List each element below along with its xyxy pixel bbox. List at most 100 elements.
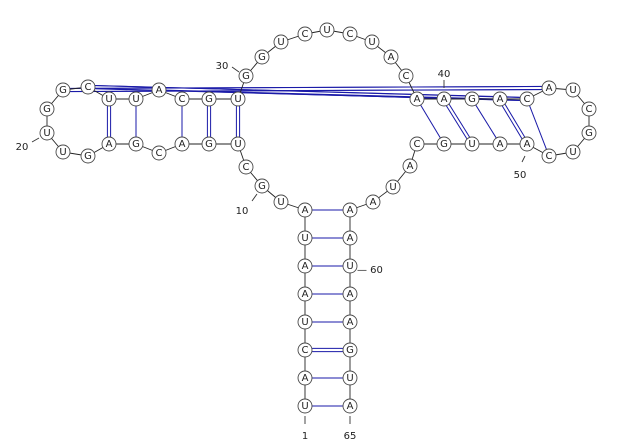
nucleotide-letter: C [243,162,250,173]
nucleotide-17: A [101,136,117,152]
nucleotide-33: C [297,26,313,42]
nucleotide-18: G [80,148,96,164]
nucleotide-55: A [402,158,418,174]
nucleotide-53: G [436,136,452,152]
nucleotide-16: G [128,136,144,152]
nucleotide-letter: A [414,94,421,105]
base-pair-gc [448,103,471,138]
nucleotide-34: U [319,22,335,38]
position-label-30: 30 [216,61,229,72]
nucleotide-54: C [409,136,425,152]
nucleotide-52: U [464,136,480,152]
nucleotide-13: G [201,136,217,152]
nucleotide-8: A [297,202,313,218]
nucleotide-30: G [238,68,254,84]
nucleotide-3: C [297,342,313,358]
nucleotide-2: A [297,370,313,386]
nucleotide-61: A [342,286,358,302]
base-pair-long-range [69,89,543,92]
nucleotide-letter: A [106,139,113,150]
nucleotide-letter: U [346,261,353,272]
nucleotide-letter: G [440,139,448,150]
nucleotide-letter: A [370,197,377,208]
nucleotide-22: G [55,82,71,98]
nucleotide-5: A [297,286,313,302]
nucleotide-letter: C [179,94,186,105]
nucleotide-40: A [436,91,452,107]
nucleotide-letter: U [132,94,139,105]
nucleotide-letter: A [546,83,553,94]
nucleotide-letter: U [569,85,576,96]
nucleotide-58: A [342,202,358,218]
nucleotide-45: U [565,82,581,98]
nucleotide-15: C [151,145,167,161]
nucleotide-6: A [297,258,313,274]
base-pair-gc [504,103,526,138]
nucleotide-letter: U [105,94,112,105]
nucleotide-43: C [519,91,535,107]
base-pair-long-range [69,86,543,89]
nucleotide-letter: G [59,85,67,96]
nucleotide-31: G [254,49,270,65]
nucleotide-59: A [342,230,358,246]
nucleotide-9: U [273,194,289,210]
nucleotide-letter: U [301,233,308,244]
base-pair-layer [69,85,547,407]
nucleotide-56: U [385,179,401,195]
position-tick [31,137,40,143]
nucleotide-letter: A [156,85,163,96]
nucleotide-letter: U [43,128,50,139]
nucleotide-letter: G [205,139,213,150]
nucleotide-47: G [581,125,597,141]
nucleotide-4: U [297,314,313,330]
nucleotide-letter: A [347,205,354,216]
nucleotide-42: A [492,91,508,107]
nucleotide-63: G [342,342,358,358]
nucleotide-letter: G [258,52,266,63]
nucleotide-44: A [541,80,557,96]
nucleotide-60: U [342,258,358,274]
nucleotide-46: C [581,101,597,117]
base-pair-au [475,104,497,139]
nucleotide-57: A [365,194,381,210]
nucleotide-letter: C [85,82,92,93]
nucleotide-letter: A [179,139,186,150]
nucleotide-letter: A [302,289,309,300]
nucleotide-letter: C [302,29,309,40]
nucleotide-letter: G [242,71,250,82]
nucleotide-23: C [80,79,96,95]
nucleotide-letter: A [302,261,309,272]
nucleotide-letter: A [347,289,354,300]
nucleotide-letter: U [468,139,475,150]
nucleotide-letter: G [205,94,213,105]
position-tick [521,155,526,163]
nucleotide-letter: A [388,52,395,63]
nucleotide-7: U [297,230,313,246]
base-pair-gc [445,105,468,140]
nucleotide-12: U [230,136,246,152]
nucleotide-letter: U [569,147,576,158]
base-pair-gc [501,105,523,140]
nucleotide-21: G [39,101,55,117]
nucleotide-50: A [519,136,535,152]
position-label-60: — 60 [357,265,383,276]
nucleotide-letter: A [347,317,354,328]
position-label-50: 50 [514,170,527,181]
nucleotide-19: U [55,144,71,160]
nucleotide-letter: C [414,139,421,150]
nucleotide-letter: U [234,94,241,105]
nucleotide-letter: A [302,373,309,384]
nucleotide-letter: U [277,37,284,48]
nucleotide-letter: C [403,71,410,82]
position-tick [231,66,240,73]
nucleotide-25: U [128,91,144,107]
nucleotide-38: C [398,68,414,84]
nucleotide-24: U [101,91,117,107]
nucleotide-10: G [254,178,270,194]
nucleotide-65: A [342,398,358,414]
nucleotide-letter: U [301,401,308,412]
nucleotide-1: U [297,398,313,414]
nucleotide-letter: U [59,147,66,158]
